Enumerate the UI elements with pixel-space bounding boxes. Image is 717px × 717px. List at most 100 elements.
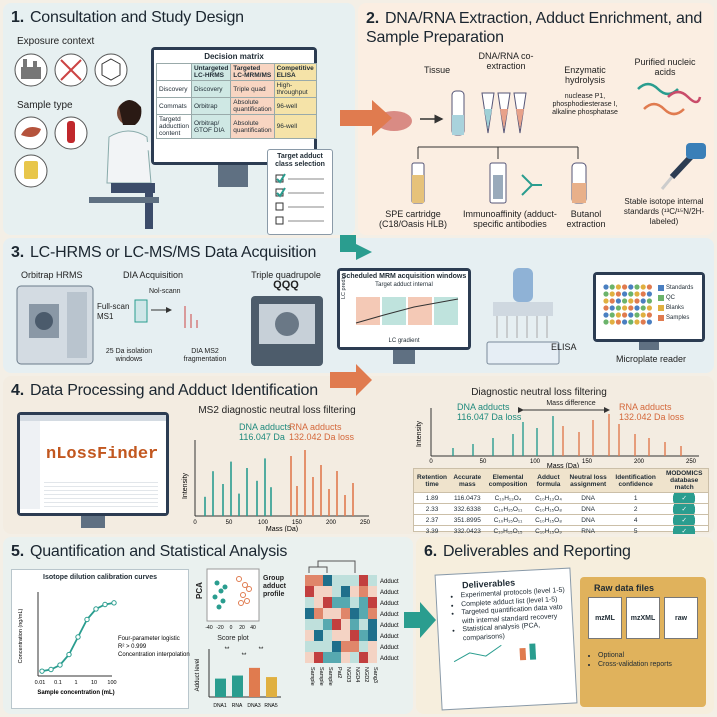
nolscan-label: Nol-scann [149, 288, 181, 295]
matrix-cell: Absolute quantification [230, 97, 275, 115]
heat-cell [341, 608, 350, 619]
heat-cell [368, 641, 377, 652]
heat-cell [341, 619, 350, 630]
raw-file-icon[interactable]: raw [664, 597, 698, 639]
heat-cell [305, 641, 314, 652]
heat-cell [350, 586, 359, 597]
bar-label: RNA5 [264, 703, 278, 709]
plate-well [603, 291, 609, 297]
panel-1-title: 1.Consultation and Study Design [11, 9, 244, 26]
mass-difference-label: Mass difference [546, 400, 596, 407]
plate-well [646, 312, 652, 318]
heat-cell [332, 619, 341, 630]
heat-cell [305, 608, 314, 619]
heat-cell [368, 619, 377, 630]
calib-point [66, 651, 72, 658]
heat-cell [350, 641, 359, 652]
dia-windows-diagram [134, 299, 198, 328]
decision-matrix-title: Decision matrix [204, 52, 264, 61]
plate-well [628, 284, 634, 290]
raw-extra-list: Optional Cross-validation reports [580, 651, 706, 669]
pca-xtick: -40 [205, 625, 212, 631]
plate-well [609, 284, 615, 290]
right-ylabel: Intensity [416, 420, 423, 447]
plate-well [646, 298, 652, 304]
plate-well [603, 312, 609, 318]
plate-well [603, 298, 609, 304]
calibration-card: Isotope dilution calibration curves Conc… [11, 569, 190, 709]
heat-cell [323, 630, 332, 641]
results-cell: C₁₀H₁₅O₉ [531, 525, 566, 534]
dia-ms2-label: DIA MS2 fragmentation [183, 348, 227, 363]
results-header: Identification confidence [610, 469, 661, 493]
heat-cell [314, 652, 323, 663]
multichannel-pipette [486, 268, 560, 365]
matrix-cell: Targetd adducttion content [156, 114, 192, 139]
results-cell: C₁₀H₁₃O₄ [484, 492, 532, 504]
plate-well [634, 312, 640, 318]
plate-well [646, 284, 652, 290]
purified-label: Purified nucleic acids [634, 57, 696, 77]
legend-item: Blanks [658, 303, 693, 313]
matrix-cell: Orbitrap/ GTOF DIA [190, 114, 232, 139]
pca-point-b [238, 600, 244, 606]
reader-label: Microplate reader [615, 354, 687, 364]
heat-cell [341, 597, 350, 608]
plate-well [615, 298, 621, 304]
plate-well [615, 312, 621, 318]
software-monitor: nLossFinder [17, 412, 169, 516]
matrix-cell: 96-well [273, 97, 317, 115]
panel-acquisition: 3.LC-HRMS or LC-MS/MS Data Acquisition O… [3, 238, 714, 373]
pca-xtick: 40 [250, 625, 256, 631]
plate-well [615, 291, 621, 297]
plate-well [640, 291, 646, 297]
target-checklist: Target adduct class selection [267, 149, 333, 235]
heatmap: AdductAdductAdductAdductAdductAdductAddu… [305, 560, 399, 686]
bar-label: DNA1 [213, 703, 227, 709]
heat-cell [332, 586, 341, 597]
checklist-boxes [275, 173, 324, 225]
heat-cell [314, 641, 323, 652]
ms2-ylabel: Intensity [182, 472, 189, 499]
plate-well [603, 319, 609, 325]
plate-well [622, 319, 628, 325]
heat-cell [368, 630, 377, 641]
bar-ylabel: Adduct level [195, 659, 201, 692]
results-cell: 2 [610, 503, 661, 515]
heat-cell [323, 619, 332, 630]
results-cell: C₁₀H₁₅O₁₁ [484, 514, 532, 526]
heat-cell [332, 641, 341, 652]
results-header: Neutral loss assignment [565, 469, 611, 493]
matrix-header [156, 63, 192, 81]
results-cell: C₁₀H₁₅O₁₅ [484, 525, 532, 534]
raw-file-icon[interactable]: mzXML [626, 597, 660, 639]
plate-well [622, 291, 628, 297]
panel-3-title: 3.LC-HRMS or LC-MS/MS Data Acquisition [11, 244, 317, 261]
group-profile-label: Group adduct profile [263, 575, 286, 598]
bar [266, 677, 277, 697]
mrm-title: Scheduled MRM acquisition windows [341, 273, 467, 280]
raw-file-icon[interactable]: mzML [588, 597, 622, 639]
heat-row-label: Adduct [380, 634, 399, 640]
optional-item: Optional [598, 651, 706, 660]
orbitrap-label: Orbitrap HRMS [21, 270, 83, 280]
heat-row-label: Adduct [380, 590, 399, 596]
qqq-label-2: QQQ [273, 279, 299, 291]
dia-label: DIA Acquisition [122, 270, 184, 280]
enzymes-label: nuclease P1, phosphodiesterase I, alkali… [552, 93, 618, 116]
plate-well [609, 291, 615, 297]
ms2-xtick: 150 [292, 520, 303, 526]
plate-well [609, 298, 615, 304]
heat-cell [341, 630, 350, 641]
qqq-instrument [251, 296, 323, 366]
mrm-monitor: Scheduled MRM acquisition windows Target… [337, 268, 471, 350]
plate-well [634, 305, 640, 311]
matrix-cell: High-throughput [273, 80, 317, 98]
heat-col-label: Sample [318, 667, 324, 686]
results-cell: C₁₀H₁₅O₈ [531, 514, 566, 526]
pca-point-b [246, 586, 252, 592]
